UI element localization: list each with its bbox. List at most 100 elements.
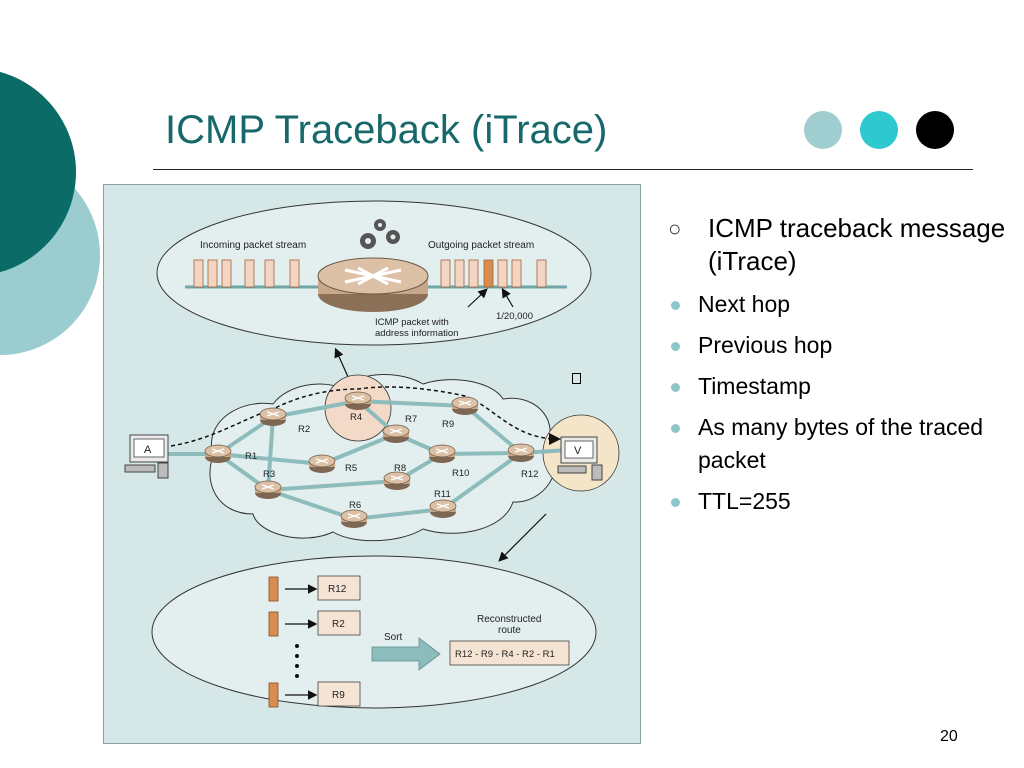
packet xyxy=(511,259,522,288)
marked-packet xyxy=(268,576,279,602)
ellipsis-dots xyxy=(295,644,299,678)
sub-bullet-text: Previous hop xyxy=(698,332,833,358)
sort-label: Sort xyxy=(384,632,403,643)
hollow-circle-bullet-icon: ○ xyxy=(668,216,682,241)
packet xyxy=(193,259,204,288)
packet xyxy=(440,259,451,288)
zoom-arrow-down xyxy=(498,513,547,562)
link xyxy=(272,399,359,419)
router-label-r5: R5 xyxy=(345,463,357,474)
reconstructed-route-label-line1: Reconstructed xyxy=(477,614,541,625)
outgoing-stream-label: Outgoing packet stream xyxy=(428,240,534,251)
reconstructed-route-box xyxy=(449,640,570,666)
router-r6-icon xyxy=(340,509,368,529)
sub-bullet-list: Next hop Previous hop Timestamp As many … xyxy=(668,288,1013,518)
traced-route-path xyxy=(170,386,561,447)
router-label-r2: R2 xyxy=(298,424,310,435)
router-label-r1: R1 xyxy=(245,451,257,462)
reconstructed-route-label-line2: route xyxy=(498,625,521,636)
link xyxy=(267,479,398,492)
bullet-main: ○ ICMP traceback message (iTrace) xyxy=(668,212,1013,278)
marked-packet xyxy=(268,682,279,708)
ratio-label: 1/20,000 xyxy=(496,311,533,322)
placeholder-square xyxy=(572,373,581,384)
large-router-icon xyxy=(317,257,429,312)
sub-bullet-item: TTL=255 xyxy=(668,485,1013,518)
packet xyxy=(289,259,300,288)
packet xyxy=(207,259,218,288)
router-r7-icon xyxy=(382,424,410,444)
marked-packet xyxy=(268,611,279,637)
decorative-dot-light xyxy=(804,111,842,149)
sub-bullet-item: As many bytes of the traced packet xyxy=(668,411,1013,477)
outgoing-packets xyxy=(440,259,547,288)
sub-bullet-item: Next hop xyxy=(668,288,1013,321)
bullet-dot-icon xyxy=(671,424,680,433)
icmp-packet-label-line1: ICMP packet with xyxy=(375,317,449,328)
router-r8-icon xyxy=(383,471,411,491)
router-box xyxy=(317,610,361,636)
router-label-r4: R4 xyxy=(350,412,362,423)
packet xyxy=(264,259,275,288)
incoming-packets xyxy=(193,259,300,288)
decorative-circles xyxy=(0,71,100,355)
icmp-pointer-arrow xyxy=(467,288,488,308)
bullet-main-text: ICMP traceback message (iTrace) xyxy=(708,213,1006,276)
router-r1-icon xyxy=(204,444,232,464)
link xyxy=(267,488,355,521)
link xyxy=(266,416,275,491)
packet xyxy=(221,259,232,288)
gears-icon xyxy=(360,219,400,249)
title-divider xyxy=(153,169,973,170)
decorative-dot-cyan xyxy=(860,111,898,149)
router-label-r7: R7 xyxy=(405,414,417,425)
router-boxes xyxy=(317,575,361,707)
slide-title: ICMP Traceback (iTrace) xyxy=(165,108,608,152)
link xyxy=(357,399,466,408)
ratio-pointer-arrow xyxy=(501,287,514,308)
sub-bullet-text: Timestamp xyxy=(698,373,811,399)
router-box xyxy=(317,681,361,707)
router-r12-icon xyxy=(507,443,535,463)
sort-arrow xyxy=(371,637,441,671)
host-a-label: A xyxy=(144,444,152,456)
marked-icmp-packet xyxy=(483,259,494,288)
incoming-stream-label: Incoming packet stream xyxy=(200,240,306,251)
packet xyxy=(468,259,479,288)
router-r9-icon xyxy=(451,396,479,416)
router-label-r11: R11 xyxy=(434,489,451,500)
bullet-dot-icon xyxy=(671,383,680,392)
router-r3-icon xyxy=(254,480,282,500)
reconstructed-route-value: R12 - R9 - R4 - R2 - R1 xyxy=(455,649,555,660)
router-box-label-r9: R9 xyxy=(332,690,345,701)
sub-bullet-text: TTL=255 xyxy=(698,488,791,514)
bullet-list: ○ ICMP traceback message (iTrace) Next h… xyxy=(668,212,1013,526)
router-label-r3: R3 xyxy=(263,469,275,480)
router-label-r12: R12 xyxy=(521,469,538,480)
packet-to-box-arrows xyxy=(285,584,318,700)
host-v-computer-icon xyxy=(557,436,603,481)
router-r4-icon xyxy=(344,391,372,411)
router-r2-icon xyxy=(259,407,287,427)
packet xyxy=(536,259,547,288)
bullet-dot-icon xyxy=(671,301,680,310)
link xyxy=(441,451,522,456)
packet xyxy=(497,259,508,288)
decorative-dot-black xyxy=(916,111,954,149)
router-label-r9: R9 xyxy=(442,419,454,430)
marked-packets xyxy=(268,576,279,708)
sub-bullet-text: As many bytes of the traced packet xyxy=(698,414,984,473)
link xyxy=(463,404,523,455)
link xyxy=(353,507,444,521)
sub-bullet-text: Next hop xyxy=(698,291,791,317)
router-r5-icon xyxy=(308,454,336,474)
packet xyxy=(244,259,255,288)
page-number: 20 xyxy=(940,728,958,745)
packet xyxy=(454,259,465,288)
sub-bullet-item: Timestamp xyxy=(668,370,1013,403)
reconstruction-ellipse xyxy=(151,555,597,709)
router-label-r6: R6 xyxy=(349,500,361,511)
router-box xyxy=(317,575,361,601)
router-box-label-r12: R12 xyxy=(328,584,347,595)
sub-bullet-item: Previous hop xyxy=(668,329,1013,362)
